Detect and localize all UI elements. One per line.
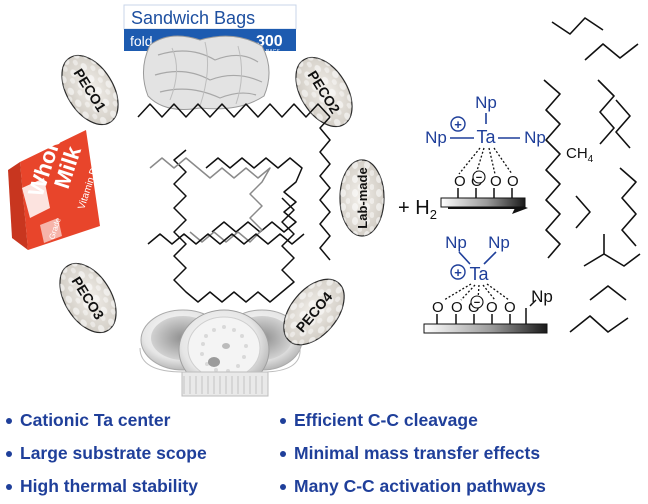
cat1-minus: − [476,172,482,184]
bullet-column-left: Cationic Ta center Large substrate scope… [4,404,207,503]
sandwich-bags-title: Sandwich Bags [131,8,255,28]
bullet-item: Many C-C activation pathways [278,470,546,503]
cat1-charge: + [454,117,462,132]
polymer-chain-top [137,103,331,118]
bullet-text: Efficient C-C cleavage [294,410,478,430]
oval-peco1: PECO1 [61,54,119,126]
bullet-text: Large substrate scope [20,443,207,463]
polymer-chain-inner [205,157,303,233]
polymer-chain-gray [149,157,271,243]
product-ch4: CH4 [566,145,594,165]
bullet-text: High thermal stability [20,476,198,496]
bullet-item: Efficient C-C cleavage [278,404,546,437]
oval-peco4: PECO4 [283,278,345,346]
bullet-dot-icon [280,450,286,457]
cat2-minus: − [474,297,480,309]
cat1-o4: O [507,173,519,190]
milk-carton-image: Whole Milk Vitamin D Grade [8,129,100,250]
plastic-caps-image [139,309,303,397]
bullet-text: Many C-C activation pathways [294,476,546,496]
bullet-dot-icon [6,417,12,424]
product-chain-2 [584,43,639,61]
product-chain-4 [597,79,615,145]
product-chain-10 [569,315,629,333]
product-chain-3 [543,79,561,259]
bullet-item: High thermal stability [4,470,207,503]
cat1-o1: O [454,173,466,190]
polymer-chains [137,103,331,303]
product-chain-7 [575,195,591,229]
cat2-minus-circle [470,295,484,309]
cat2-o2: O [451,299,463,316]
cat1-o3: O [490,173,502,190]
bullet-column-right: Efficient C-C cleavage Minimal mass tran… [278,404,546,503]
oval-peco3: PECO3 [59,262,117,334]
cat2-np-left: Np [445,233,467,252]
bullet-dot-icon [6,483,12,490]
cat2-charge: + [454,265,462,280]
cat2-charge-circle [450,264,466,280]
bullet-text: Minimal mass transfer effects [294,443,541,463]
cat1-np-right: Np [524,128,546,147]
sandwich-bags-image: Sandwich Bags fold 300 BAGS [123,4,297,110]
polymer-chain-lower [147,233,305,245]
bullet-item: Cationic Ta center [4,404,207,437]
cat2-metal: Ta [469,264,489,284]
sandwich-bags-count-unit: BAGS [266,49,281,55]
cat2-np-surface: Np [531,287,553,306]
products [543,17,641,333]
cat2-o5: O [504,299,516,316]
product-chain-5 [615,99,631,149]
sandwich-bags-fold: fold [130,33,153,49]
bullet-item: Minimal mass transfer effects [278,437,546,470]
sandwich-bags-count: 300 [256,33,283,50]
reagent-h2-subscript: 2 [430,207,437,222]
cat1-surface [440,197,526,208]
cat2-np-right: Np [488,233,510,252]
cat2-surface [423,323,548,334]
cat1-np-top: Np [475,93,497,112]
oval-lab-made: Lab-made [339,159,385,237]
cat2-o1: O [432,299,444,316]
cat1-np-left: Np [425,128,447,147]
catalyst-top: Np Np Ta Np + O O O O − [425,93,546,208]
product-chain-9 [589,285,627,301]
reagent-h2-label: + H2 [398,197,437,222]
bullet-dot-icon [280,417,286,424]
catalyst-bottom: Np Np + Ta O O O O O − Np [423,233,553,334]
cat1-metal: Ta [476,127,496,147]
bullet-item: Large substrate scope [4,437,207,470]
cat1-charge-circle [450,116,466,132]
polymer-chain-left-loop [173,149,295,303]
bullet-dot-icon [6,450,12,457]
oval-peco2: PECO2 [295,56,353,128]
product-chain-6 [619,167,637,247]
bullet-dot-icon [280,483,286,490]
oval-label-lab-made: Lab-made [355,167,370,228]
product-ch4-subscript: 4 [588,154,594,165]
product-chain-8 [583,253,641,267]
feature-bullets: Cationic Ta center Large substrate scope… [0,404,648,504]
bullet-text: Cationic Ta center [20,410,171,430]
polymer-chain-right-side [319,116,331,261]
cat1-minus-circle [472,170,486,184]
product-chain-1 [551,17,604,35]
cat2-o4: O [486,299,498,316]
